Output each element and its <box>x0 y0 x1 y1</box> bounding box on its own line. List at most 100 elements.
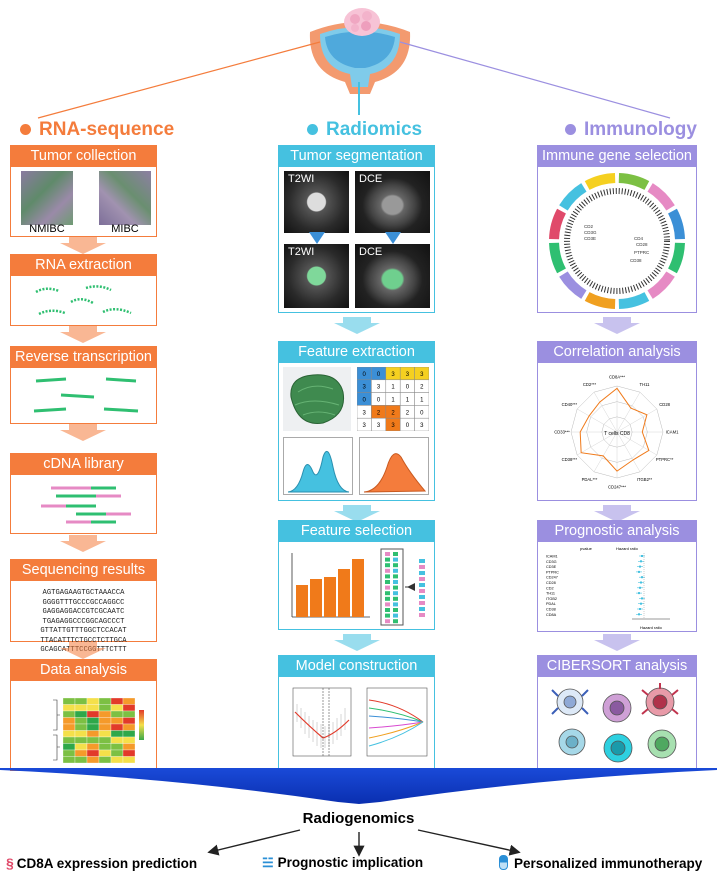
matrix-cell-value: 3 <box>391 372 395 378</box>
t2wi-image <box>284 171 349 233</box>
forest-gene-label: CD3G <box>546 560 557 564</box>
chromosome-segment <box>549 208 566 240</box>
matrix-cell-value: 1 <box>391 398 395 404</box>
down-flow-arrow <box>60 237 106 254</box>
intensity-histogram-blue <box>283 437 353 495</box>
down-flow-arrow <box>60 424 106 441</box>
feature-marker <box>385 608 390 612</box>
reverse-transcription-box: Reverse transcription <box>10 346 157 424</box>
forest-point <box>640 560 642 563</box>
heatmap-cell <box>122 756 136 764</box>
mibc-histology-image <box>99 171 151 225</box>
prognostic-analysis-header: Prognostic analysis <box>538 521 696 542</box>
selected-feature-marker <box>419 571 425 575</box>
outcome-prognostic-implication: ☱Prognostic implication <box>262 855 424 870</box>
feature-marker <box>385 574 390 579</box>
forest-gene-label: CD3E <box>546 565 557 569</box>
forest-gene-label: CD28 <box>546 581 556 585</box>
forest-gene-label: CD38 <box>546 608 556 612</box>
heatmap-image <box>53 697 144 764</box>
forest-plot: pvalue Hazard ratio ICAM1CD3GCD3EPTPRCCD… <box>546 546 670 630</box>
feature-marker <box>393 580 398 584</box>
matrix-cell-value: 3 <box>420 372 424 378</box>
down-flow-arrow <box>594 505 640 522</box>
sequence-line: GAGGAGGACCGTCGCAATC <box>42 608 125 616</box>
feature-marker <box>393 568 398 573</box>
correlation-analysis-header: Correlation analysis <box>538 342 696 363</box>
selected-feature-marker <box>419 565 425 569</box>
library-fragments-icon <box>41 486 131 524</box>
dce-label: DCE <box>359 246 383 258</box>
immunology-column-title: Immunology <box>565 119 697 141</box>
radar-center-label: T cells CD8 <box>604 431 630 437</box>
hospital-bed-icon: ☱ <box>262 855 274 870</box>
rna-column-title: RNA-sequence <box>20 119 174 141</box>
forest-point <box>640 581 642 584</box>
forest-gene-label: ICAM1 <box>546 555 558 559</box>
t2wi-label: T2WI <box>288 173 315 185</box>
feature-marker <box>385 557 390 562</box>
matrix-cell-value: 1 <box>391 385 395 391</box>
cdna-strands-icon <box>33 377 139 413</box>
forest-gene-label: CD8A <box>546 613 557 617</box>
forest-point <box>641 597 643 600</box>
down-flow-arrow <box>60 535 106 552</box>
rna-extraction-box: RNA extraction <box>10 254 157 326</box>
sequencing-results-header: Sequencing results <box>11 560 156 581</box>
forest-point <box>641 576 643 579</box>
forest-gene-label: PDAL <box>546 602 556 606</box>
outcome-personalized-immunotherapy: Personalized immunotherapy <box>499 855 702 871</box>
feature-marker <box>393 557 398 562</box>
matrix-cell-value: 1 <box>420 398 424 404</box>
feature-marker <box>393 574 398 579</box>
matrix-cell-value: 0 <box>363 372 367 378</box>
feature-marker <box>393 585 398 590</box>
svg-text:CD28: CD28 <box>636 242 648 247</box>
chromosome-segment <box>549 242 566 274</box>
radiogenomics-title: Radiogenomics <box>302 810 415 827</box>
t2wi-label: T2WI <box>288 246 315 258</box>
reverse-transcription-header: Reverse transcription <box>11 347 156 368</box>
forest-xlabel: Hazard ratio <box>640 625 663 630</box>
sequence-line: TGAGAGGCCCGGCAGCCCT <box>42 617 125 626</box>
cibersort-analysis-box: CIBERSORT analysis <box>537 655 697 769</box>
forest-header-hr: Hazard ratio <box>616 546 639 551</box>
immune-gene-selection-header: Immune gene selection <box>538 146 696 167</box>
svg-text:CD2: CD2 <box>584 224 593 229</box>
chromosome-segment <box>584 173 616 190</box>
feature-marker <box>393 596 398 601</box>
svg-text:CD3G: CD3G <box>584 230 597 235</box>
forest-gene-label: TH11 <box>546 592 555 596</box>
radar-axis-label: CD8A*** <box>609 375 625 380</box>
immune-cells-illustration <box>551 683 679 763</box>
radar-axis-label: CD247*** <box>608 485 626 490</box>
down-flow-arrow <box>60 326 106 343</box>
selected-feature-marker <box>419 577 425 581</box>
selected-feature-marker <box>419 607 425 611</box>
tumor-collection-header: Tumor collection <box>11 146 156 167</box>
feature-marker <box>393 613 398 618</box>
matrix-cell-value: 0 <box>420 410 424 416</box>
matrix-cell-value: 3 <box>363 410 367 416</box>
feature-filter-diagram <box>380 548 425 626</box>
feature-extraction-header: Feature extraction <box>279 342 434 363</box>
matrix-cell-value: 3 <box>377 385 381 391</box>
feature-marker <box>385 568 390 573</box>
forest-point <box>638 570 640 573</box>
svg-text:CD3E: CD3E <box>584 236 596 241</box>
selected-feature-marker <box>419 601 425 605</box>
matrix-cell-value: 3 <box>377 423 381 429</box>
forest-point <box>639 608 641 610</box>
bladder-icon <box>309 8 411 94</box>
chromosome-segment <box>647 183 675 211</box>
chromosome-segment <box>668 208 685 240</box>
feature-marker <box>393 563 398 568</box>
matrix-cell-value: 3 <box>391 423 395 429</box>
outcome-arrows <box>207 829 521 857</box>
matrix-cell-value: 3 <box>406 372 410 378</box>
matrix-cell-value: 2 <box>391 410 395 416</box>
